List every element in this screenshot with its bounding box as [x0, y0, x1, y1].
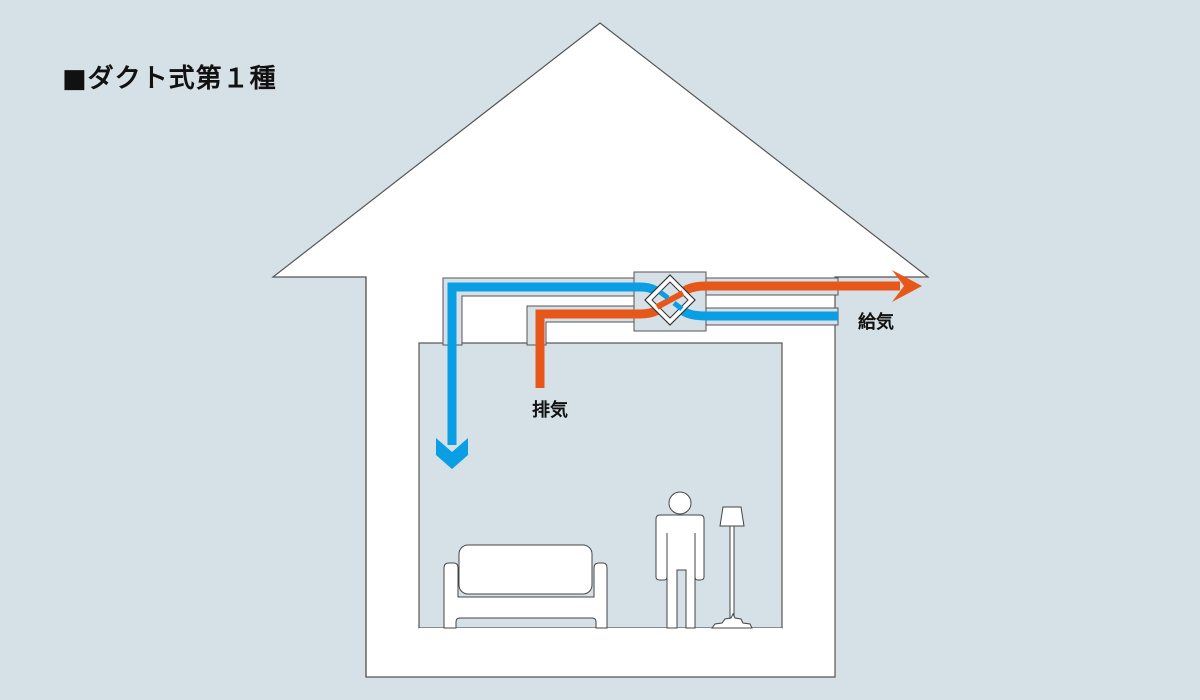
floor — [419, 628, 782, 630]
supply-air-label: 給気 — [858, 312, 894, 333]
exhaust-air-label: 排気 — [532, 400, 568, 421]
diagram-title: ■ダクト式第１種 — [62, 64, 277, 94]
person-icon — [655, 491, 705, 629]
sofa-icon — [443, 544, 608, 629]
floor-lamp-icon — [711, 506, 753, 629]
supply-arrowhead — [436, 438, 468, 469]
diamond-heat-exchanger-icon — [644, 274, 696, 326]
exhaust-arrowhead — [892, 270, 922, 302]
